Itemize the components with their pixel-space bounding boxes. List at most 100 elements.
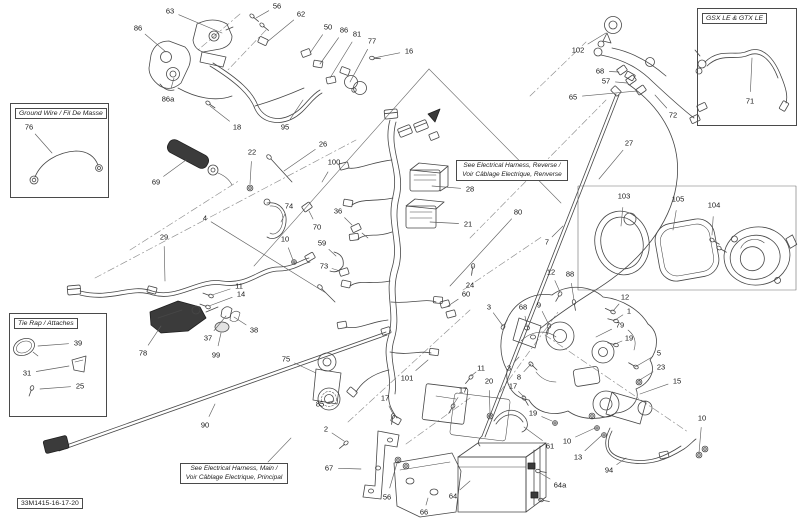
harness-steering [204, 12, 382, 123]
part-label: 15 [673, 377, 681, 386]
switch-connectors [616, 57, 655, 96]
part-label: 17 [509, 382, 517, 391]
part-label: 80 [514, 208, 522, 217]
part-label: 29 [160, 233, 168, 242]
ignition-switch [602, 16, 622, 44]
leader-line [39, 386, 71, 390]
leader-line [539, 472, 551, 480]
part-label: 10 [698, 414, 706, 423]
part-label: 18 [233, 123, 241, 132]
bolt-26 [266, 154, 293, 183]
part-label: 64a [554, 481, 567, 490]
leader-line [163, 159, 187, 177]
part-label: 79 [616, 321, 624, 330]
part-label: 7 [545, 238, 549, 247]
leader-line [331, 432, 345, 442]
leader-line [551, 225, 564, 238]
leader-line [308, 210, 314, 220]
part-label: 60 [462, 290, 470, 299]
leader-line [147, 325, 162, 346]
leader-line [213, 315, 227, 332]
leader-line [541, 416, 553, 422]
hardware-left [199, 184, 336, 310]
leader-line [294, 362, 317, 374]
leader-line [34, 133, 53, 154]
leader-line [492, 312, 504, 327]
leader-line [388, 405, 394, 415]
main-ground-cable [42, 326, 392, 454]
leader-line [582, 90, 638, 97]
sensor-36 [350, 222, 369, 239]
leader-line [654, 94, 668, 109]
leader-line [571, 282, 575, 301]
part-label: 3 [487, 303, 491, 312]
leader-line [672, 210, 677, 231]
part-label: 22 [248, 148, 256, 157]
speedometer [723, 226, 798, 286]
part-label: 71 [746, 97, 754, 106]
leader-line [266, 19, 295, 43]
part-label: 65 [569, 93, 577, 102]
part-label: 56 [383, 493, 391, 502]
part-label: 90 [201, 421, 209, 430]
part-label: 94 [605, 466, 613, 475]
part-label: 10 [563, 437, 571, 446]
leader-line [634, 356, 654, 368]
part-label: 101 [401, 374, 414, 383]
leader-line [639, 383, 669, 395]
inset-ground-wire: Ground Wire / Fil De Masse [10, 103, 109, 198]
leader-line [614, 340, 623, 345]
part-label: 24 [466, 281, 474, 290]
relay-module-lower [405, 198, 445, 229]
leader-line [518, 391, 525, 398]
leader-line [584, 435, 602, 452]
part-label: 102 [572, 46, 585, 55]
part-label: 78 [139, 349, 147, 358]
leader-line [595, 328, 612, 338]
leader-line [609, 71, 620, 73]
leader-line [255, 10, 270, 19]
part-label: 69 [152, 178, 160, 187]
leader-line [309, 34, 323, 54]
part-label: 1 [627, 307, 631, 316]
part-label: 50 [324, 23, 332, 32]
tie-wrap-loop [13, 337, 39, 357]
part-label: 64 [449, 492, 457, 501]
leader-line [711, 216, 714, 236]
note-main-line2: Voir Câblage Electrique, Principal [185, 473, 283, 481]
battery [457, 442, 551, 513]
leader-line [614, 314, 624, 321]
part-label: 19 [625, 334, 633, 343]
part-label: 17 [381, 394, 389, 403]
part-label: 59 [318, 239, 326, 248]
part-label: 11 [477, 364, 485, 373]
part-label: 100 [328, 158, 341, 167]
part-label: 76 [25, 123, 33, 132]
part-label: 3 [507, 364, 511, 373]
gsx-harness [694, 49, 790, 112]
part-label: 62 [297, 10, 305, 19]
leader-line [249, 161, 252, 185]
part-label: 73 [320, 262, 328, 271]
part-label: 56 [273, 2, 281, 11]
battery-bracket [393, 452, 462, 518]
gauge-bezel [594, 210, 650, 276]
part-label: 23 [657, 363, 665, 372]
note-reverse-line1: See Electrical Harness, Reverse / [463, 162, 561, 169]
inset-tie-rap: Tie Rap / Attaches [9, 313, 107, 417]
part-label: 85 [316, 400, 324, 409]
gauge-lens [654, 218, 720, 282]
leader-line [389, 462, 398, 489]
part-label: 21 [464, 220, 472, 229]
part-label: 75 [282, 355, 290, 364]
engine-bracket [512, 317, 542, 349]
leader-line [523, 363, 532, 373]
part-label: 10 [281, 235, 289, 244]
leader-line [280, 213, 286, 223]
note-reverse-line2: Voir Câblage Electrique, Renverse [462, 170, 562, 178]
note-main-harness: See Electrical Harness, Main / Voir Câbl… [180, 463, 288, 485]
leader-line [178, 14, 223, 34]
part-label: 28 [466, 185, 474, 194]
leader-line [425, 497, 429, 506]
